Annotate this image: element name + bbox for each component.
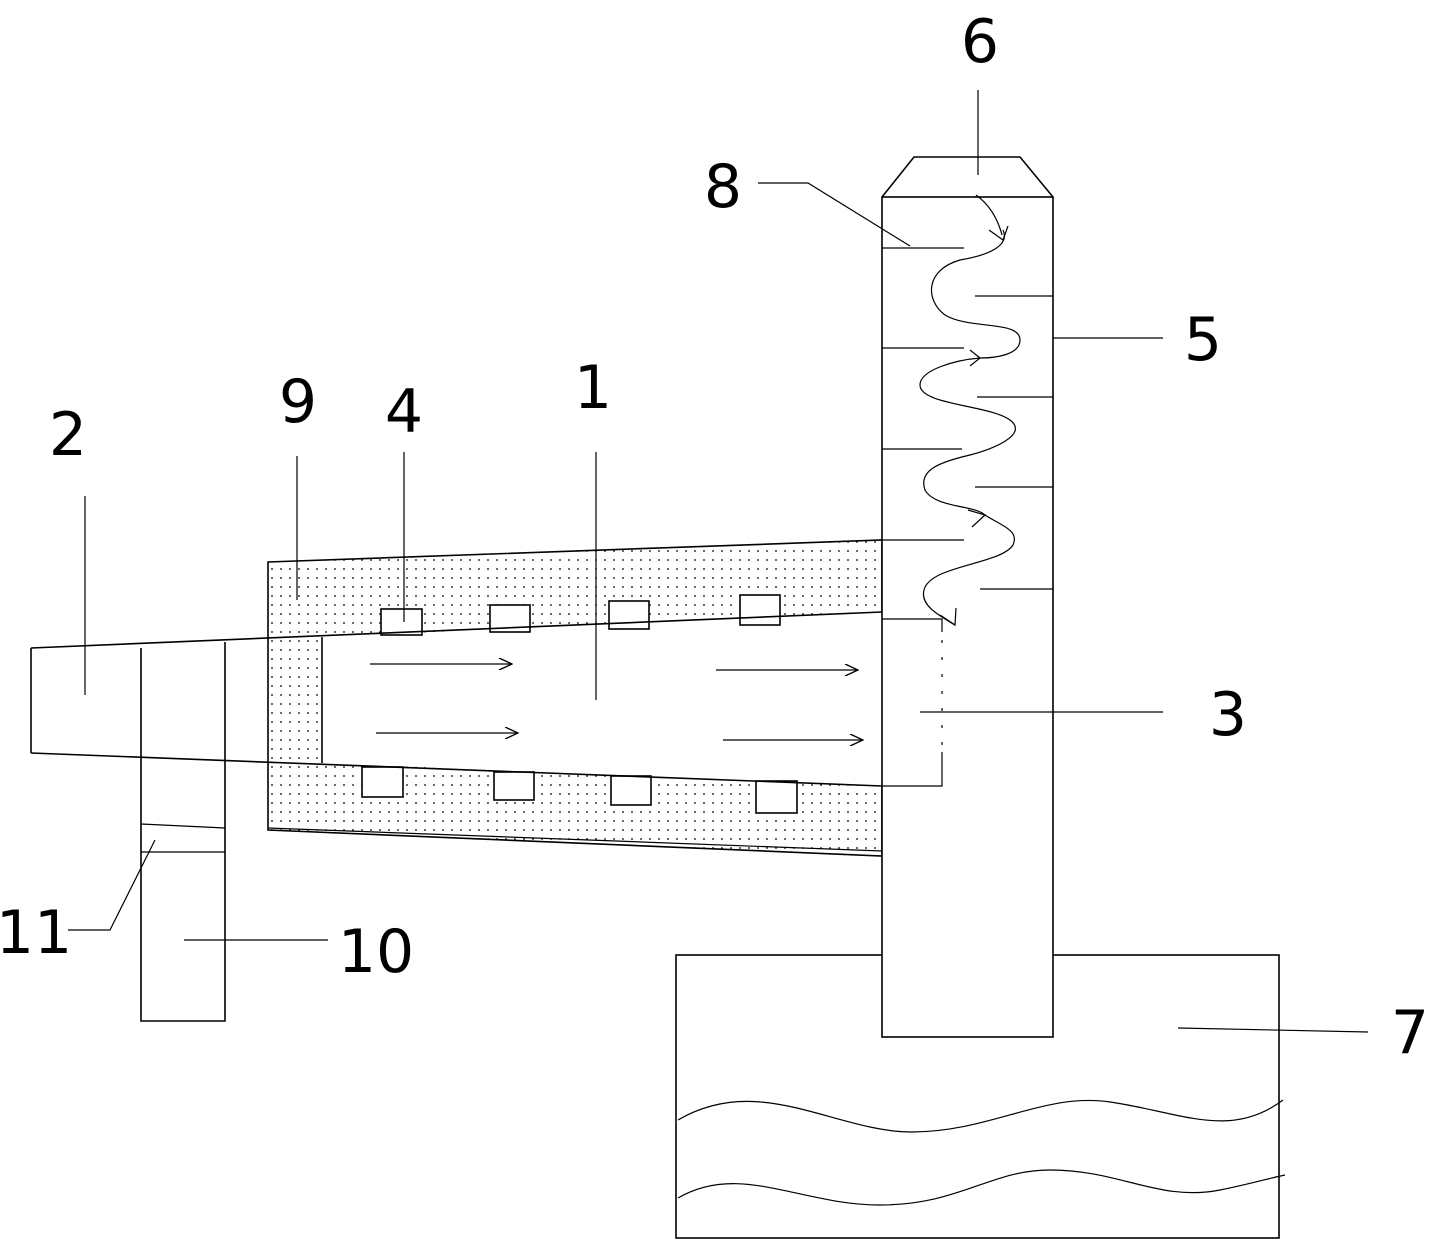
label-1: 1 [574, 353, 612, 423]
liquid-wave-upper [677, 1099, 1284, 1133]
label-8: 8 [704, 152, 742, 222]
column-cap [881, 156, 1054, 198]
inner-tube [321, 612, 882, 786]
label-4: 4 [385, 377, 423, 447]
leader-lines [68, 90, 1369, 1033]
label-3: 3 [1209, 680, 1247, 750]
label-9: 9 [279, 367, 317, 437]
label-10: 10 [338, 917, 414, 987]
inlet-tube [30, 611, 883, 787]
serpentine-flow-path [919, 194, 1021, 627]
column-baffles [882, 247, 1053, 590]
burner-stand [140, 642, 226, 1022]
liquid-wave-lower [677, 1169, 1286, 1206]
label-6: 6 [961, 7, 999, 77]
flow-arrows [370, 664, 863, 740]
fins-top-row [380, 594, 781, 636]
label-2: 2 [49, 400, 87, 470]
column [881, 196, 1054, 1038]
outlet-connection [882, 618, 943, 787]
label-5: 5 [1184, 305, 1222, 375]
reference-numerals: 1 2 3 4 5 6 7 8 9 10 11 [0, 7, 1429, 1068]
label-11: 11 [0, 898, 72, 968]
label-7: 7 [1391, 998, 1429, 1068]
